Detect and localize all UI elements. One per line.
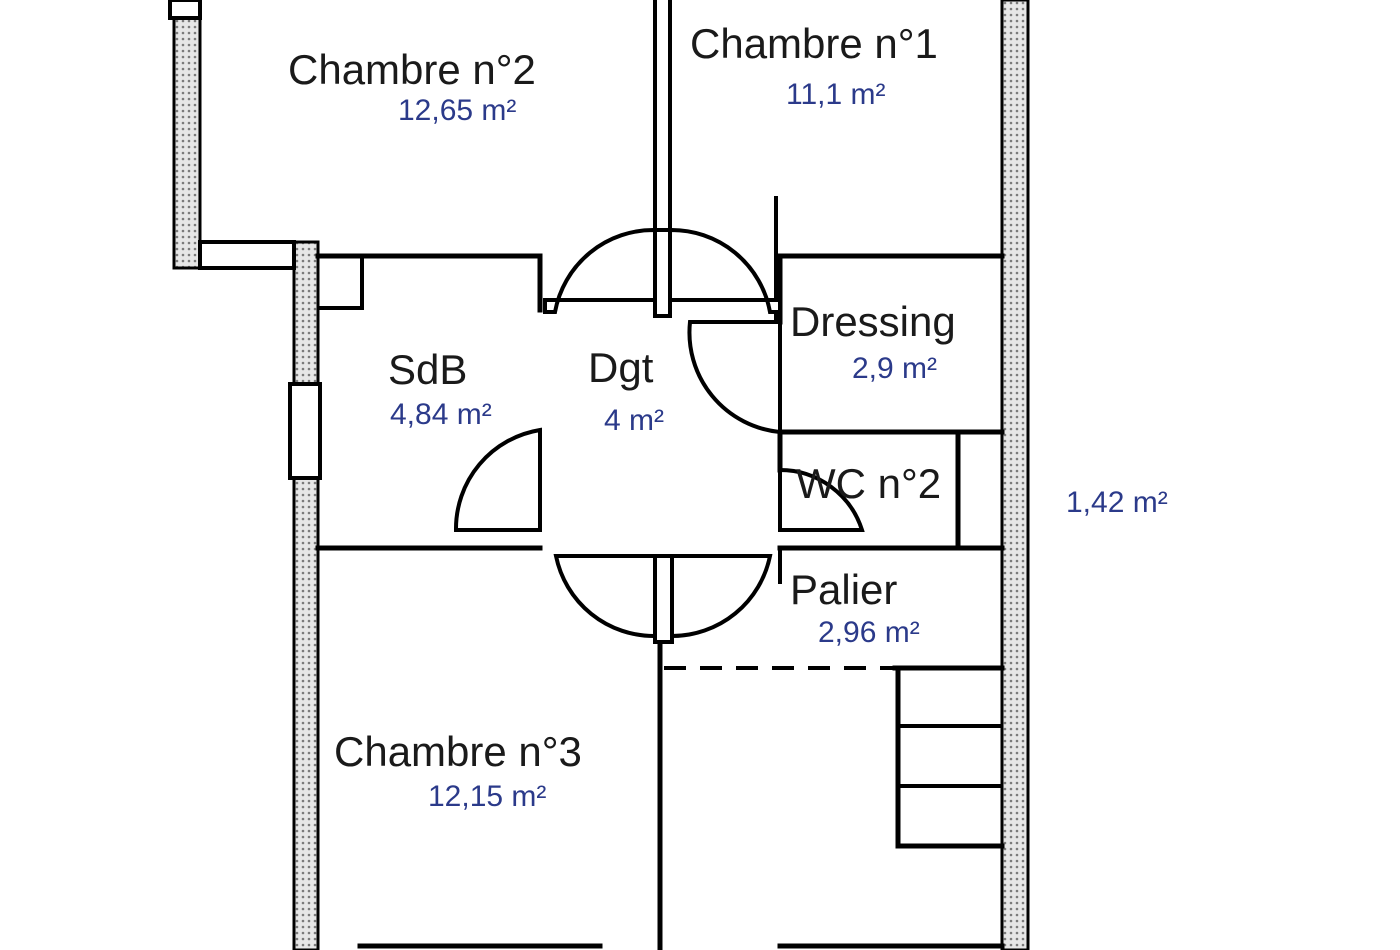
room-name-chambre-1: Chambre n°1 — [690, 20, 938, 67]
door-swing-dressing — [687, 320, 782, 435]
exterior-wall-right — [1000, 0, 1030, 950]
door-jamb-top — [653, 228, 672, 318]
room-name-chambre-2: Chambre n°2 — [288, 46, 536, 93]
room-area-chambre-3: 12,15 m² — [428, 780, 546, 813]
wall-connector — [198, 240, 296, 270]
door-swing-wc — [778, 467, 865, 532]
room-name-dgt: Dgt — [588, 344, 654, 391]
room-name-chambre-3: Chambre n°3 — [334, 728, 582, 775]
room-area-chambre-1: 11,1 m² — [786, 78, 885, 111]
room-name-wc-2: WC n°2 — [796, 460, 941, 507]
door-swing-sdb — [453, 427, 542, 532]
room-area-chambre-2: 12,65 m² — [398, 94, 516, 127]
room-area-dressing: 2,9 m² — [852, 352, 937, 385]
room-name-palier: Palier — [790, 566, 897, 613]
room-area-palier: 2,96 m² — [818, 616, 920, 649]
door-swing-chambre-1 — [668, 227, 782, 314]
door-swings — [453, 227, 865, 644]
room-name-sdb: SdB — [388, 346, 467, 393]
room-area-exterior: 1,42 m² — [1066, 486, 1168, 519]
door-swing-chambre-3 — [553, 554, 657, 639]
room-area-sdb: 4,84 m² — [390, 398, 492, 431]
partitions — [315, 0, 1005, 950]
exterior-wall-left-upper — [172, 0, 202, 270]
small-window-top — [168, 0, 202, 20]
door-swing-palier — [670, 554, 773, 639]
room-name-dressing: Dressing — [790, 298, 956, 345]
exterior-wall-left — [292, 240, 320, 950]
room-area-dgt: 4 m² — [604, 404, 664, 437]
door-swing-chambre-2 — [543, 227, 657, 314]
window-left — [288, 382, 322, 480]
door-jamb-bottom — [653, 554, 674, 644]
